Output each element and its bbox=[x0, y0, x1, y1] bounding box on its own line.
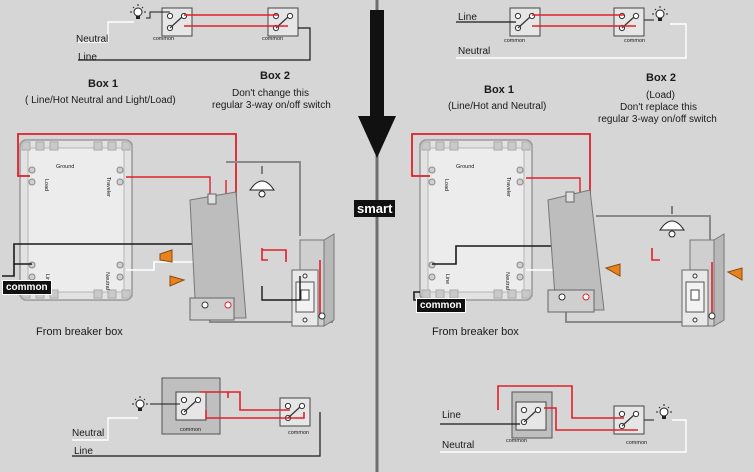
left-top-neutral-label: Neutral bbox=[76, 34, 109, 45]
right-top-common-label: common bbox=[504, 38, 526, 44]
right-box2 bbox=[651, 206, 743, 327]
left-top-schematic bbox=[78, 3, 311, 61]
right-load-label: Load bbox=[443, 178, 450, 192]
smart-switch-icon bbox=[547, 189, 605, 313]
right-box1-subtitle: (Line/Hot and Neutral) bbox=[448, 101, 547, 112]
right-bottom-common-label-2: common bbox=[626, 440, 648, 446]
right-box2-title: Box 2 bbox=[646, 72, 676, 84]
left-neutral-term-label: Neutral bbox=[103, 272, 110, 290]
bulb-icon bbox=[129, 3, 147, 20]
switch-icon bbox=[613, 7, 645, 37]
left-bottom-neutral-label: Neutral bbox=[72, 428, 105, 439]
switch-icon bbox=[279, 397, 311, 427]
smart-label: smart bbox=[354, 200, 396, 217]
right-box2-sub3: regular 3-way on/off switch bbox=[598, 114, 717, 125]
right-common-tag: common bbox=[416, 298, 466, 313]
wire-nut-icon bbox=[604, 263, 621, 277]
left-ground-label: Ground bbox=[56, 164, 75, 170]
down-arrow-icon bbox=[358, 10, 396, 158]
left-box2-title: Box 2 bbox=[260, 70, 290, 82]
right-box2-sub1: (Load) bbox=[646, 90, 675, 101]
left-box1-subtitle: ( Line/Hot Neutral and Light/Load) bbox=[25, 95, 176, 106]
switch-icon bbox=[267, 7, 299, 37]
bulb-icon bbox=[651, 5, 669, 22]
left-top-common-label-2: common bbox=[262, 36, 284, 42]
right-ground-label: Ground bbox=[456, 164, 475, 170]
left-bottom-common-label-2: common bbox=[288, 430, 310, 436]
right-bottom-common-label: common bbox=[506, 438, 528, 444]
left-box2-sub2: regular 3-way on/off switch bbox=[212, 100, 331, 111]
left-bottom-schematic bbox=[72, 377, 321, 457]
left-load-label: Load bbox=[43, 178, 50, 192]
left-box2-sub1: Don't change this bbox=[232, 88, 309, 99]
left-common-tag: common bbox=[2, 280, 52, 295]
right-box2-sub2: Don't replace this bbox=[620, 102, 697, 113]
left-box1-title: Box 1 bbox=[88, 78, 118, 90]
right-bottom-line-label: Line bbox=[442, 410, 461, 421]
wire-nut-icon bbox=[726, 267, 743, 281]
left-top-line-label: Line bbox=[78, 52, 97, 63]
right-top-schematic bbox=[456, 5, 687, 59]
bulb-icon bbox=[131, 395, 149, 412]
right-top-common-label-2: common bbox=[624, 38, 646, 44]
bulb-icon bbox=[655, 403, 673, 420]
left-box1 bbox=[2, 133, 333, 323]
left-bottom-line-label: Line bbox=[74, 446, 93, 457]
right-line-term-label: Line bbox=[444, 273, 451, 285]
right-traveler-label: Traveler bbox=[504, 177, 511, 197]
right-top-neutral-label: Neutral bbox=[458, 46, 491, 57]
smart-switch-icon bbox=[189, 191, 247, 321]
left-traveler-label: Traveler bbox=[104, 177, 111, 197]
right-bottom-schematic bbox=[440, 385, 687, 453]
left-box2 bbox=[249, 166, 335, 327]
right-breaker-label: From breaker box bbox=[432, 326, 519, 338]
wire-nut-icon bbox=[159, 249, 186, 287]
left-breaker-label: From breaker box bbox=[36, 326, 123, 338]
right-box1 bbox=[411, 133, 721, 323]
right-box1-title: Box 1 bbox=[484, 84, 514, 96]
left-bottom-common-label: common bbox=[180, 427, 202, 433]
right-bottom-neutral-label: Neutral bbox=[442, 440, 475, 451]
left-top-common-label: common bbox=[153, 36, 175, 42]
right-top-line-label: Line bbox=[458, 12, 477, 23]
right-neutral-term-label: Neutral bbox=[503, 272, 510, 290]
